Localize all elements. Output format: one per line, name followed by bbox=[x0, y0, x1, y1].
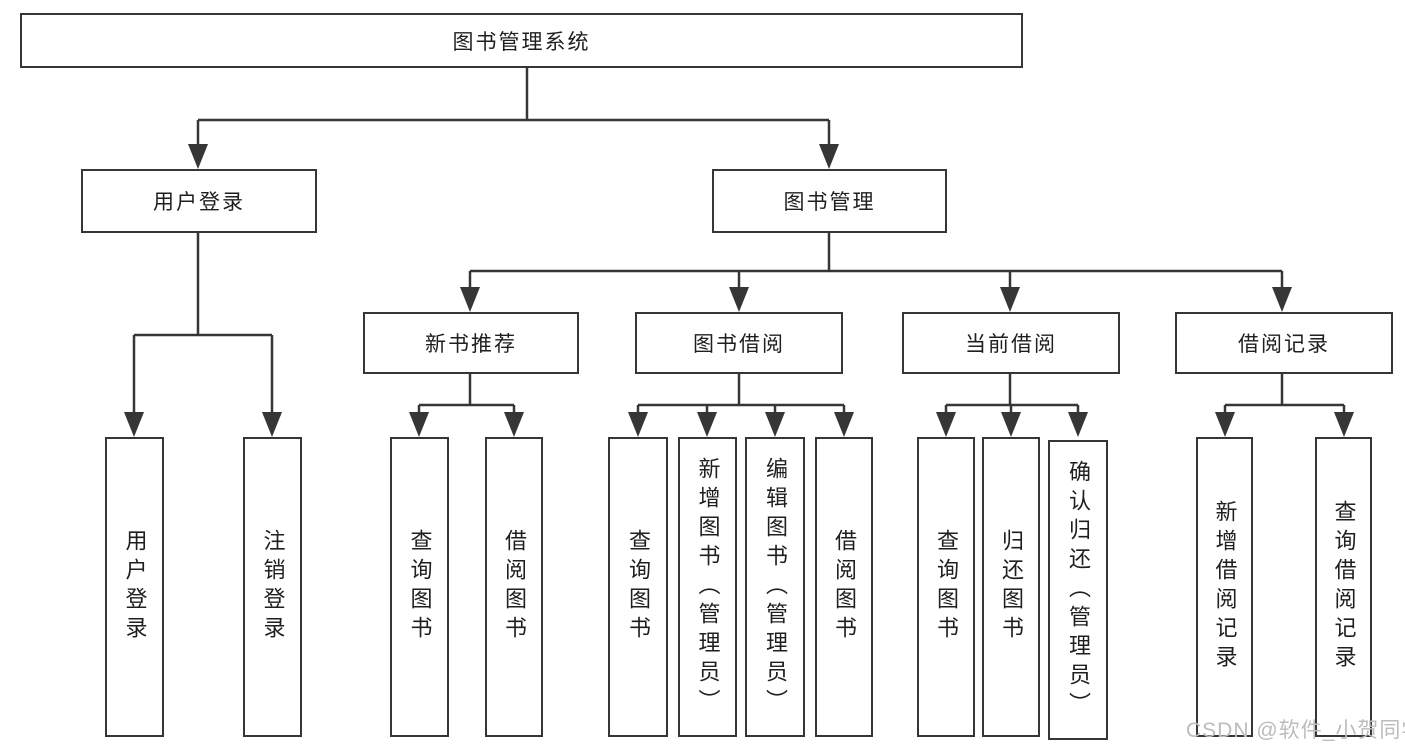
leaf-label: 归还图书 bbox=[999, 529, 1024, 645]
leaf-label: 查询图书 bbox=[407, 529, 433, 645]
node-book-borrow: 图书借阅 bbox=[635, 312, 843, 374]
node-user-login: 用户登录 bbox=[81, 169, 317, 233]
leaf-label: 借阅图书 bbox=[502, 529, 527, 645]
leaf-label: 新增借阅记录 bbox=[1212, 500, 1238, 674]
leaf-borrow-books-recommend: 借阅图书 bbox=[485, 437, 543, 737]
leaf-borrow-books: 借阅图书 bbox=[815, 437, 873, 737]
leaf-label: 查询图书 bbox=[934, 529, 959, 645]
leaf-edit-books-admin: 编辑图书（管理员） bbox=[745, 437, 805, 737]
leaf-return-books: 归还图书 bbox=[982, 437, 1040, 737]
node-current-borrow: 当前借阅 bbox=[902, 312, 1120, 374]
node-new-book-recommend: 新书推荐 bbox=[363, 312, 579, 374]
leaf-query-books-current: 查询图书 bbox=[917, 437, 975, 737]
leaf-add-borrow-record: 新增借阅记录 bbox=[1196, 437, 1253, 737]
csdn-watermark: CSDN @软件_小贺同学 bbox=[1186, 719, 1405, 742]
node-book-management: 图书管理 bbox=[712, 169, 947, 233]
leaf-logout: 注销登录 bbox=[243, 437, 302, 737]
leaf-label: 查询图书 bbox=[626, 529, 651, 645]
leaf-add-books-admin: 新增图书（管理员） bbox=[678, 437, 737, 737]
leaf-query-borrow-record: 查询借阅记录 bbox=[1315, 437, 1372, 737]
leaf-label: 编辑图书（管理员） bbox=[763, 456, 788, 718]
leaf-label: 注销登录 bbox=[260, 529, 286, 645]
leaf-label: 用户登录 bbox=[122, 529, 148, 645]
leaf-label: 借阅图书 bbox=[832, 529, 857, 645]
leaf-query-books-borrow: 查询图书 bbox=[608, 437, 668, 737]
leaf-query-books-recommend: 查询图书 bbox=[390, 437, 449, 737]
leaf-label: 确认归还（管理员） bbox=[1066, 459, 1091, 721]
leaf-label: 查询借阅记录 bbox=[1331, 500, 1357, 674]
leaf-confirm-return-admin: 确认归还（管理员） bbox=[1048, 440, 1108, 740]
node-library-system: 图书管理系统 bbox=[20, 13, 1023, 68]
leaf-user-login: 用户登录 bbox=[105, 437, 164, 737]
node-borrow-records: 借阅记录 bbox=[1175, 312, 1393, 374]
leaf-label: 新增图书（管理员） bbox=[695, 456, 721, 718]
